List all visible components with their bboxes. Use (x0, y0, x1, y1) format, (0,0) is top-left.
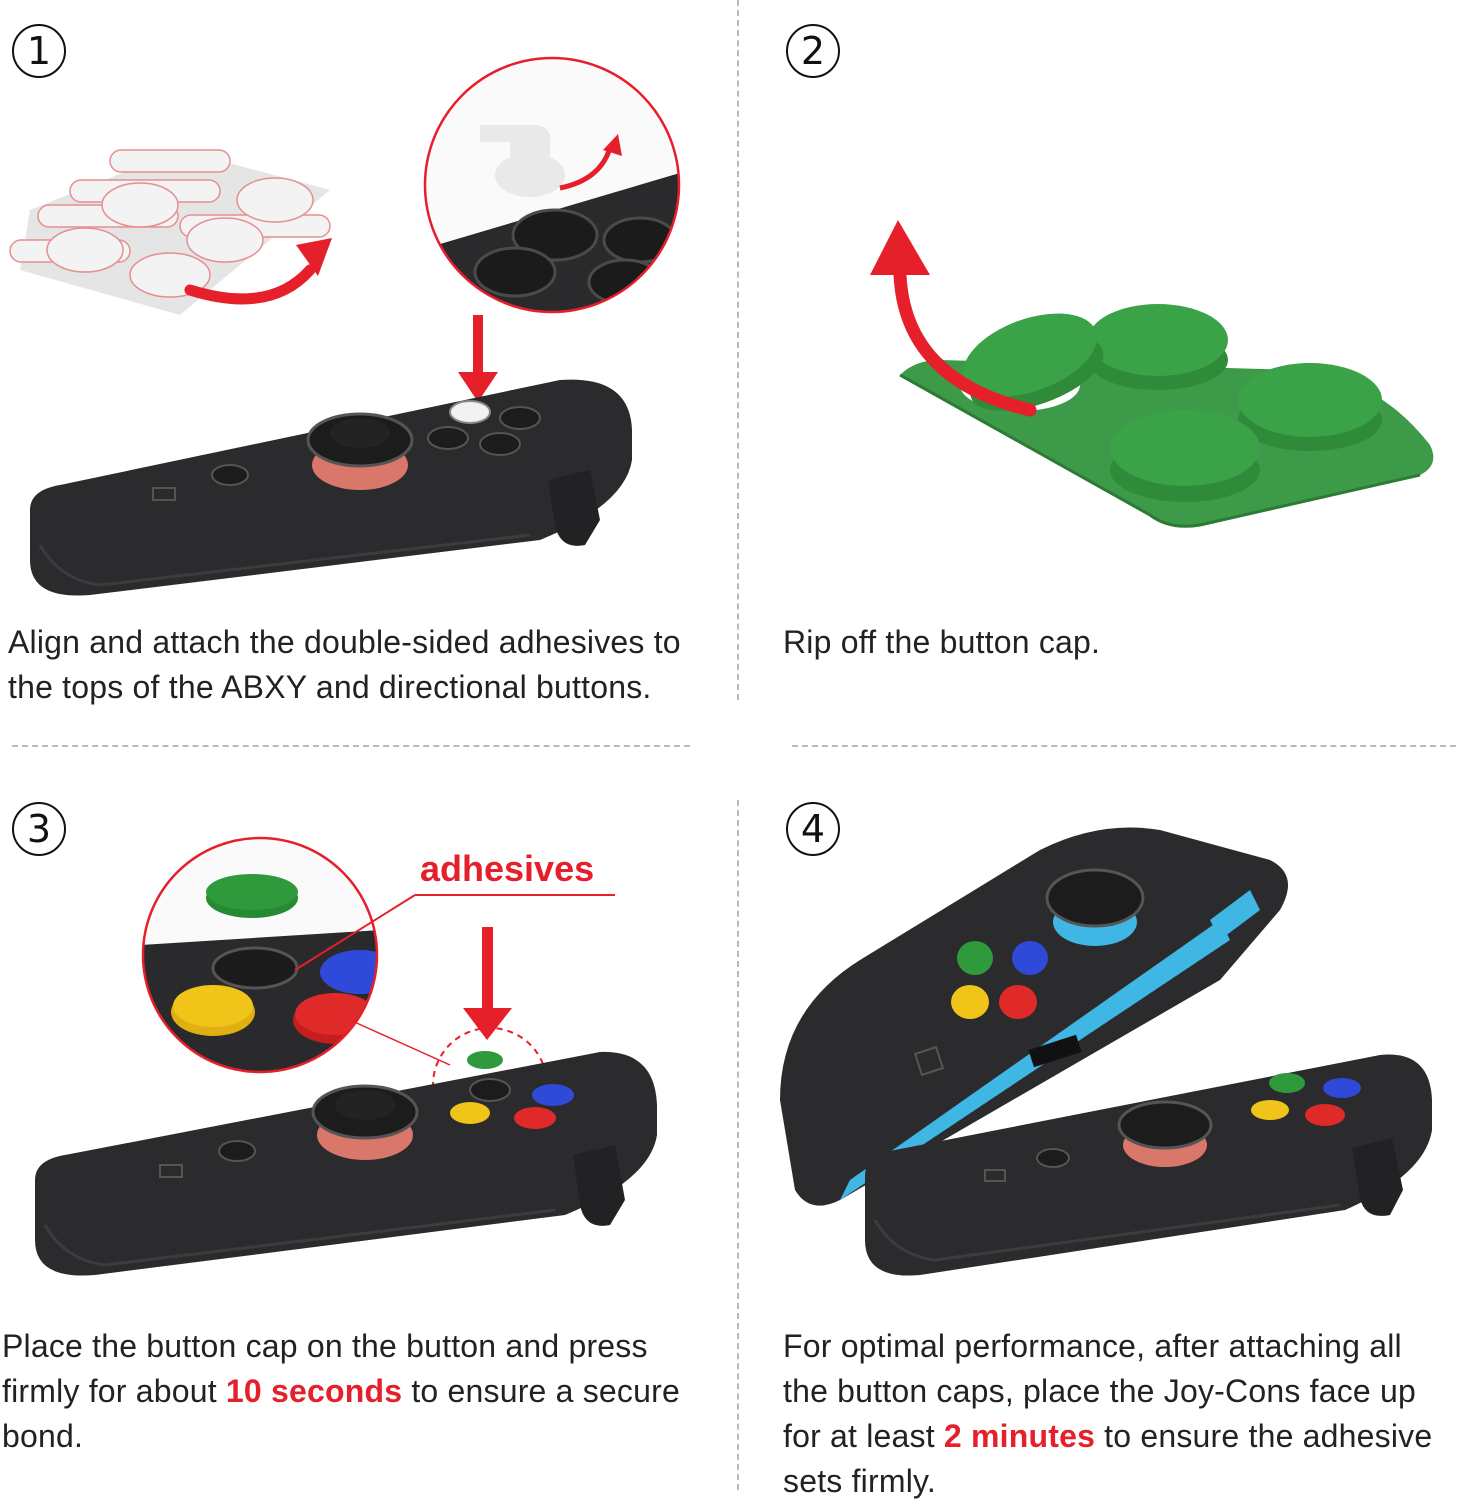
zoom-circle-icon (143, 838, 377, 1072)
joycon-3 (35, 1051, 657, 1276)
step-4-caption: For optimal performance, after attaching… (783, 1324, 1448, 1504)
step-4-caption-part-3: to ensure the adhesive sets firmly. (783, 1418, 1433, 1499)
step-3-caption-part-1: Place the button cap on the button and p… (2, 1328, 648, 1409)
step-1-illustration (9, 56, 681, 596)
step-2-caption: Rip off the button cap. (783, 624, 1101, 660)
step-3-caption-part-3: to ensure a secure bond. (2, 1373, 680, 1454)
step-2-number: 2 (786, 24, 840, 78)
vertical-divider-top (737, 0, 739, 700)
horizontal-divider-right (792, 745, 1456, 747)
joycon-4-flat (865, 1054, 1432, 1276)
step-4-panel: 4 (740, 780, 1460, 1500)
adhesives-label: adhesives (420, 848, 595, 889)
adhesive-sheet (9, 149, 331, 315)
step-3-illustration (35, 836, 657, 1276)
step-4-number: 4 (786, 802, 840, 856)
step-4-highlight: 2 minutes (943, 1418, 1096, 1454)
curved-arrow-icon (184, 264, 316, 305)
step-3-number: 3 (12, 802, 66, 856)
step-1-panel: 1 (0, 0, 736, 740)
down-arrow-icon (458, 315, 498, 402)
button-cap-sheet (899, 304, 1434, 528)
step-2-panel: 2 Rip off the button cap. (740, 0, 1460, 740)
joycon-4-tilted (780, 827, 1288, 1206)
step-3-highlight: 10 seconds (225, 1373, 403, 1409)
down-arrow-icon (463, 927, 512, 1040)
curved-arrow-icon (893, 268, 1037, 417)
step-4-caption-part-1: For optimal performance, after attaching… (783, 1328, 1416, 1454)
joycon-1 (30, 379, 632, 596)
vertical-divider-bottom (737, 800, 739, 1490)
step-3-panel: 3 (0, 780, 736, 1500)
step-3-caption: Place the button cap on the button and p… (2, 1324, 722, 1459)
step-2-illustration (870, 220, 1434, 528)
horizontal-divider-left (12, 745, 690, 747)
step-1-number: 1 (12, 24, 66, 78)
step-4-illustration (780, 827, 1432, 1276)
step-1-caption: Align and attach the double-sided adhesi… (8, 624, 681, 705)
